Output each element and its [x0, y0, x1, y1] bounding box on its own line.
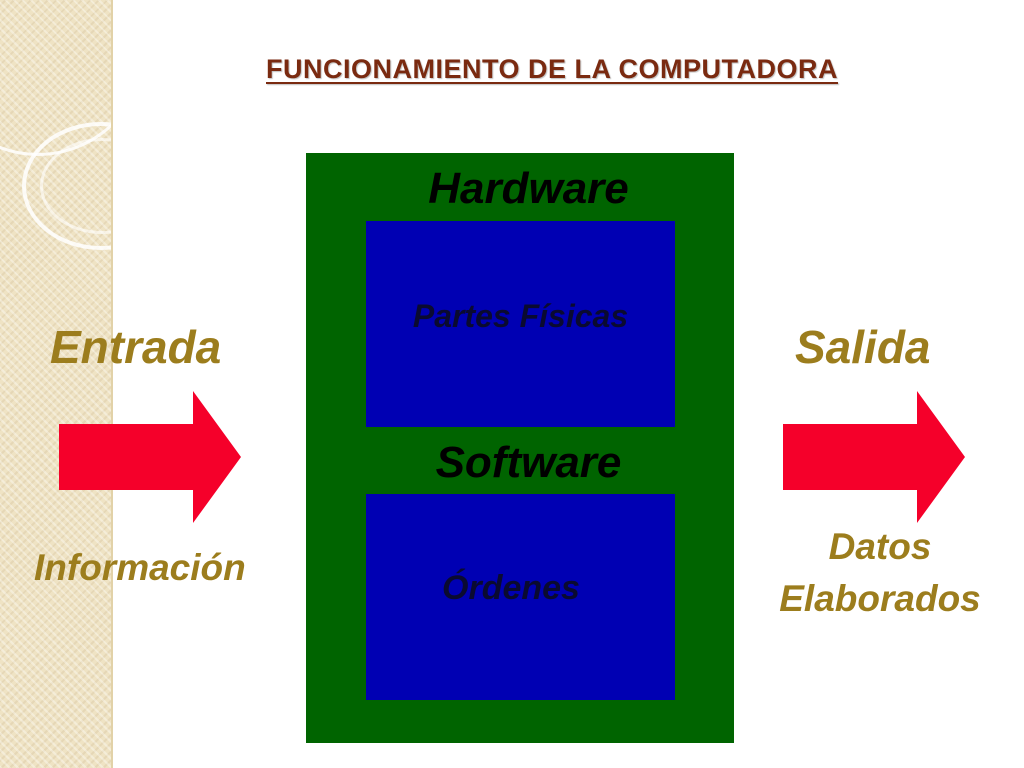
decorative-side-band [0, 0, 113, 768]
output-label: Salida [795, 321, 931, 373]
input-arrow-icon [59, 391, 241, 523]
output-arrow-icon [783, 391, 965, 523]
input-label: Entrada [50, 321, 222, 373]
software-box [366, 494, 675, 700]
software-content: Órdenes [442, 569, 580, 607]
output-content: Datos Elaborados [755, 521, 1005, 625]
output-content-line: Datos [828, 526, 932, 567]
hardware-box [366, 221, 675, 427]
hardware-content: Partes Físicas [412, 298, 629, 334]
software-label: Software [435, 438, 622, 487]
hardware-label: Hardware [428, 164, 629, 213]
output-content-line: Elaborados [779, 578, 981, 619]
slide-title: FUNCIONAMIENTO DE LA COMPUTADORA [266, 54, 838, 84]
input-content: Información [34, 547, 246, 588]
